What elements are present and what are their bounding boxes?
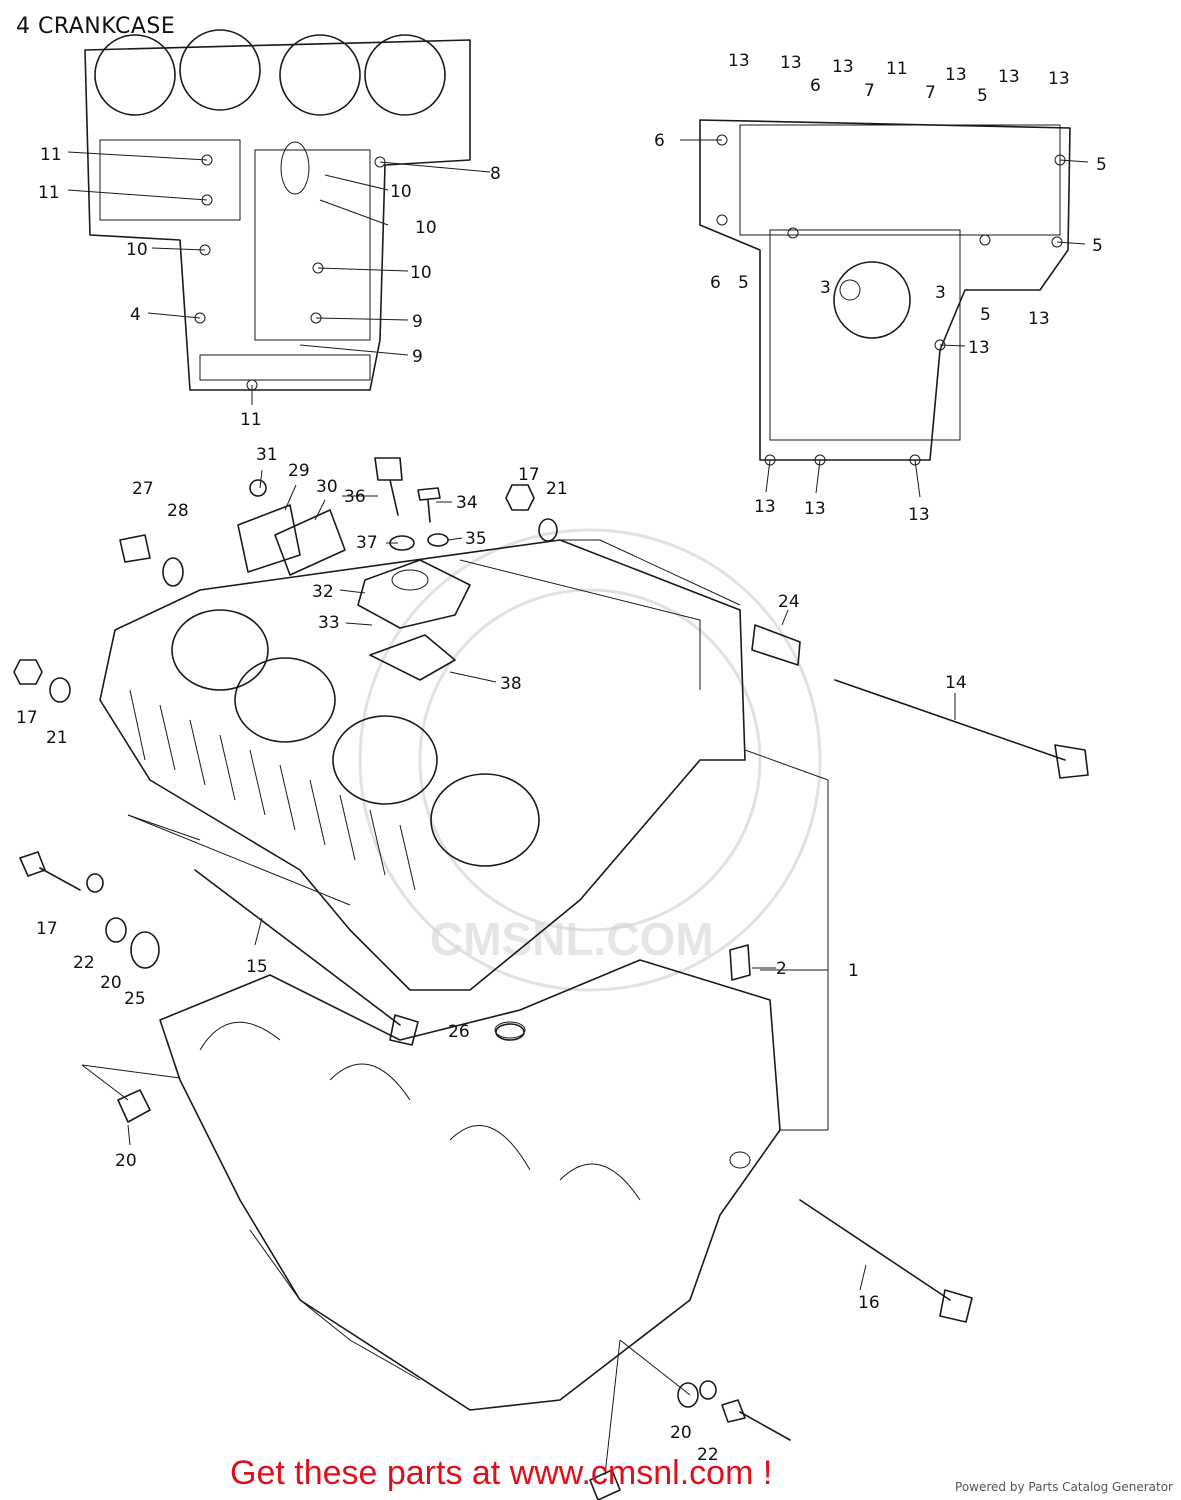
callout-24: 24 xyxy=(778,592,800,612)
callout-3: 3 xyxy=(820,278,831,298)
callout-10: 10 xyxy=(126,240,148,260)
callout-5: 5 xyxy=(977,86,988,106)
callout-4: 4 xyxy=(130,305,141,325)
callout-36: 36 xyxy=(344,487,366,507)
callouts-lower-view: 13 13 13 11 13 13 13 6 7 7 5 6 5 5 6 5 3… xyxy=(654,51,1107,525)
callout-10: 10 xyxy=(410,263,432,283)
small-parts xyxy=(13,457,801,1500)
bolt-17 xyxy=(19,851,81,891)
callout-10: 10 xyxy=(415,218,437,238)
bolt-15 xyxy=(194,869,419,1046)
page-title: 4 CRANKCASE xyxy=(16,14,176,39)
callout-6: 6 xyxy=(710,273,721,293)
callout-25: 25 xyxy=(124,989,146,1009)
callout-2: 2 xyxy=(776,959,787,979)
callout-7: 7 xyxy=(925,83,936,103)
main-leaders xyxy=(81,469,956,1476)
callout-23: 22 xyxy=(697,1445,719,1465)
lower-crankcase xyxy=(159,959,781,1411)
callout-8: 8 xyxy=(490,164,501,184)
callout-11: 11 xyxy=(886,59,908,79)
watermark-text: CMSNL.COM xyxy=(430,913,714,965)
lower-view-leaders xyxy=(680,139,1089,498)
upper-view-leaders xyxy=(67,151,491,405)
callout-34: 34 xyxy=(456,493,478,513)
callout-21: 20 xyxy=(100,973,122,993)
callout-38: 38 xyxy=(500,674,522,694)
callout-9: 9 xyxy=(412,347,423,367)
callout-15: 15 xyxy=(246,957,268,977)
callouts-main: 31 29 30 27 28 36 34 17 21 37 35 32 33 2… xyxy=(16,445,967,1465)
callout-13: 13 xyxy=(754,497,776,517)
callout-3: 3 xyxy=(935,283,946,303)
callouts-upper-view: 11 11 10 4 8 10 10 10 9 9 11 xyxy=(38,145,501,430)
callout-11: 11 xyxy=(240,410,262,430)
callout-13: 13 xyxy=(728,51,750,71)
callout-30: 30 xyxy=(316,477,338,497)
callout-13: 13 xyxy=(832,57,854,77)
callout-13: 13 xyxy=(804,499,826,519)
callout-37: 37 xyxy=(356,533,378,553)
callout-21: 20 xyxy=(670,1423,692,1443)
bolt-18 xyxy=(721,1399,791,1441)
callout-13: 13 xyxy=(1028,309,1050,329)
callout-22: 21 xyxy=(546,479,568,499)
callout-17: 17 xyxy=(36,919,58,939)
callout-29: 29 xyxy=(288,461,310,481)
callout-13: 13 xyxy=(1048,69,1070,89)
callout-13: 13 xyxy=(998,67,1020,87)
callout-33: 33 xyxy=(318,613,340,633)
watermark-logo: CMSNL.COM xyxy=(358,528,822,992)
callout-6: 6 xyxy=(654,131,665,151)
callout-5: 5 xyxy=(1096,155,1107,175)
callout-5: 5 xyxy=(738,273,749,293)
callout-6: 6 xyxy=(810,76,821,96)
bolt-16 xyxy=(799,1199,973,1323)
callout-9: 9 xyxy=(412,312,423,332)
callout-13: 13 xyxy=(945,65,967,85)
callout-1: 1 xyxy=(848,961,859,981)
callout-12: 11 xyxy=(40,145,62,165)
callout-13: 13 xyxy=(780,53,802,73)
lower-case-bottom-view xyxy=(699,119,1071,466)
callout-12: 11 xyxy=(38,183,60,203)
callout-16: 16 xyxy=(858,1293,880,1313)
promo-link[interactable]: Get these parts at www.cmsnl.com ! xyxy=(230,1454,773,1492)
callout-31: 31 xyxy=(256,445,278,465)
callout-5: 5 xyxy=(980,305,991,325)
powered-by-footer: Powered by Parts Catalog Generator xyxy=(955,1480,1173,1494)
callout-20: 20 xyxy=(115,1151,137,1171)
callout-23: 22 xyxy=(73,953,95,973)
bolt-14 xyxy=(834,679,1089,779)
callout-10: 10 xyxy=(390,182,412,202)
callout-7: 7 xyxy=(864,81,875,101)
callout-14: 14 xyxy=(945,673,967,693)
callout-28: 28 xyxy=(167,501,189,521)
callout-19: 17 xyxy=(16,708,38,728)
callout-27: 27 xyxy=(132,479,154,499)
callout-19: 17 xyxy=(518,465,540,485)
callout-13: 13 xyxy=(908,505,930,525)
callout-35: 35 xyxy=(465,529,487,549)
upper-case-bottom-view xyxy=(84,29,471,391)
upper-crankcase xyxy=(99,539,746,991)
callout-13: 13 xyxy=(968,338,990,358)
callout-22: 21 xyxy=(46,728,68,748)
callout-26: 26 xyxy=(448,1022,470,1042)
callout-5: 5 xyxy=(1092,236,1103,256)
callout-32: 32 xyxy=(312,582,334,602)
